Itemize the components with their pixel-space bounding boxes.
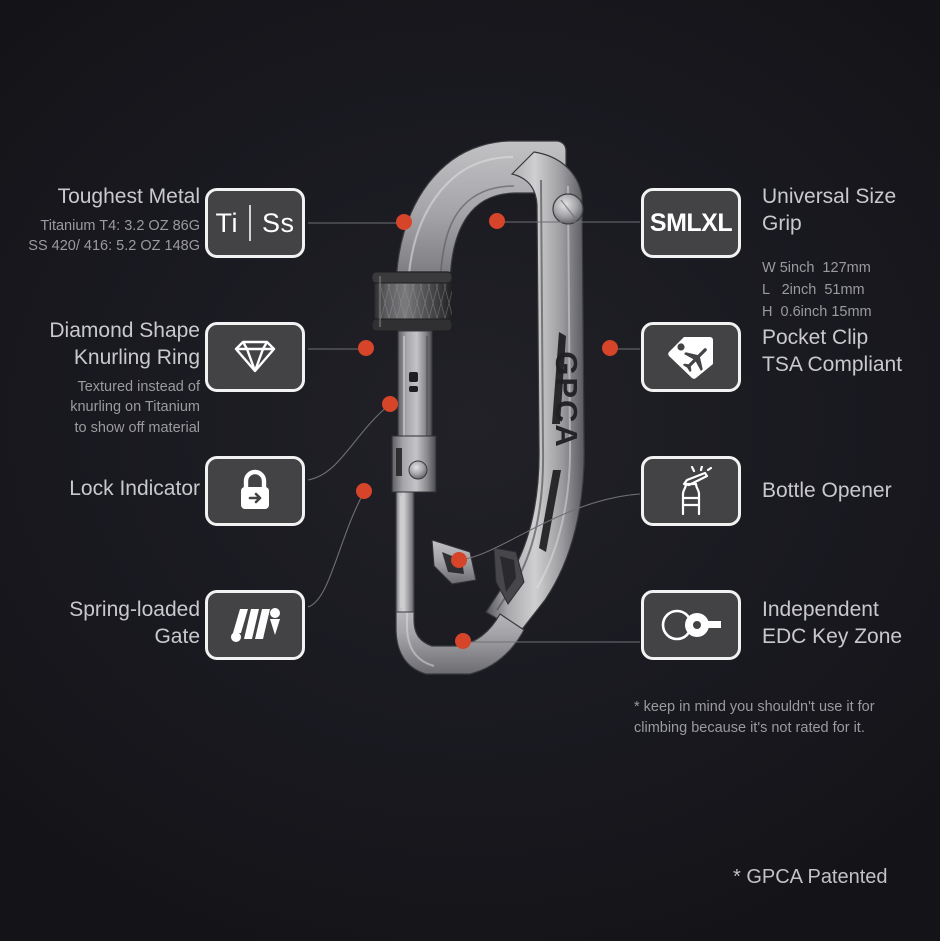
toughest-metal-sub-1: Titanium T4: 3.2 OZ 86G [40, 217, 200, 234]
bottle-opener-icon[interactable] [641, 456, 741, 526]
bottle-opener-glyph [681, 466, 713, 516]
label-lock-indicator: Lock Indicator [10, 476, 200, 503]
knurling-sub-3: to show off material [74, 419, 200, 436]
keyring-icon[interactable] [641, 590, 741, 660]
key-zone-title-1: Independent [762, 598, 879, 621]
climbing-disclaimer: * keep in mind you shouldn't use it for … [634, 697, 934, 739]
metal-ss-label: Ss [261, 207, 295, 238]
label-toughest-metal: Toughest Metal Titanium T4: 3.2 OZ 86G S… [10, 184, 200, 257]
diamond-icon[interactable] [205, 322, 305, 392]
knurling-sub-2: knurling on Titanium [70, 399, 200, 416]
label-bottle-opener: Bottle Opener [762, 478, 940, 505]
spring-glyph [231, 608, 280, 642]
diamond-glyph [234, 340, 276, 373]
bottle-opener-title: Bottle Opener [762, 479, 892, 502]
pocket-clip-title-2: TSA Compliant [762, 352, 903, 376]
titanium-stainless-icon[interactable]: Ti Ss [205, 188, 305, 258]
spring-gate-title-2: Gate [154, 624, 200, 648]
luggage-tag-airplane-icon[interactable] [641, 322, 741, 392]
knurling-title-2: Knurling Ring [73, 345, 200, 369]
padlock-icon[interactable] [205, 456, 305, 526]
label-pocket-clip: Pocket Clip TSA Compliant [762, 325, 940, 379]
label-spring-gate: Spring-loaded Gate [0, 597, 200, 651]
brand-engraving: GPCA [549, 351, 584, 449]
spring-icon[interactable] [205, 590, 305, 660]
key-zone-title-2: EDC Key Zone [762, 624, 903, 648]
size-range-label: SMLXL [649, 208, 733, 237]
label-knurling-ring: Diamond Shape Knurling Ring Textured ins… [0, 318, 200, 438]
label-key-zone: Independent EDC Key Zone [762, 597, 940, 651]
metal-ti-label: Ti [215, 207, 238, 238]
universal-size-title-2: Grip [762, 211, 802, 235]
size-range-icon[interactable]: SMLXL [641, 188, 741, 258]
lock-indicator-mark [409, 372, 418, 382]
knurling-sub-1: Textured instead of [77, 378, 200, 395]
knurling-title-1: Diamond Shape [49, 319, 200, 342]
lock-indicator-title: Lock Indicator [69, 477, 200, 500]
disclaimer-line-2: climbing because it's not rated for it. [634, 720, 865, 737]
universal-size-dimensions: W 5inch 127mm L 2inch 51mm H 0.6inch 15m… [762, 248, 940, 323]
pocket-clip-title-1: Pocket Clip [762, 326, 869, 349]
spring-gate-title-1: Spring-loaded [69, 598, 200, 621]
disclaimer-line-1: * keep in mind you shouldn't use it for [634, 699, 875, 715]
metal-divider [248, 205, 251, 241]
dimensions-text: W 5inch 127mm L 2inch 51mm H 0.6inch 15m… [762, 260, 872, 320]
toughest-metal-title: Toughest Metal [57, 185, 200, 208]
universal-size-title-1: Universal Size [762, 185, 897, 208]
patent-note: * GPCA Patented [733, 866, 888, 888]
keyring-glyph [661, 609, 721, 641]
padlock-glyph [241, 469, 269, 509]
toughest-metal-sub-2: SS 420/ 416: 5.2 OZ 148G [28, 238, 200, 255]
luggage-tag-glyph [668, 337, 713, 379]
label-universal-size: Universal Size Grip [762, 184, 940, 238]
